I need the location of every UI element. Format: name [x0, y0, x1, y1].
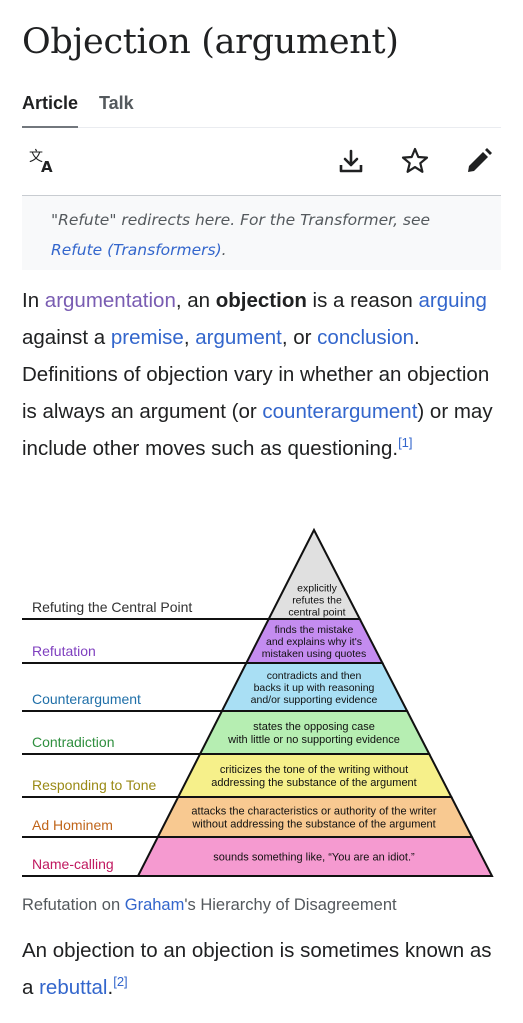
link-arguing[interactable]: arguing: [418, 289, 487, 312]
hatnote-period: .: [221, 241, 227, 259]
pyramid-tier-7: [136, 836, 494, 877]
figure-caption: Refutation on Graham's Hierarchy of Disa…: [22, 894, 397, 916]
hatnote-text: "Refute" redirects here. For the Transfo…: [51, 211, 431, 229]
link-rebuttal[interactable]: rebuttal: [39, 976, 108, 999]
pyramid-level-description: refutes the: [292, 595, 342, 607]
link-argument[interactable]: argument: [195, 326, 282, 349]
reference-2[interactable]: [2]: [113, 974, 128, 990]
reference-1[interactable]: [1]: [398, 435, 413, 451]
pyramid-diagram: Refuting the Central Point explicitlyrefu…: [22, 527, 494, 877]
link-premise[interactable]: premise: [110, 326, 184, 349]
link-graham[interactable]: Graham: [124, 896, 185, 914]
link-conclusion[interactable]: conclusion: [317, 326, 415, 349]
pyramid-level-description: backs it up with reasoning: [254, 682, 375, 694]
page-actions-toolbar: 文 A: [22, 128, 501, 196]
page-tabs: Article Talk: [22, 92, 501, 128]
download-icon[interactable]: [336, 146, 366, 176]
lead-bold-term: objection: [215, 289, 307, 312]
link-argumentation[interactable]: argumentation: [44, 289, 176, 312]
pyramid-level-name: Responding to Tone: [32, 777, 156, 793]
pyramid-level-description: with little or no supporting evidence: [227, 734, 400, 746]
pyramid-level-description: and explains why it's: [266, 636, 362, 648]
lead-text: against a: [22, 326, 111, 349]
caption-text: 's Hierarchy of Disagreement: [184, 896, 397, 914]
caption-text: Refutation on: [22, 896, 125, 914]
lead-text: ,: [183, 326, 196, 349]
pyramid-level-description: and/or supporting evidence: [251, 694, 378, 706]
svg-text:A: A: [41, 158, 53, 176]
pyramid-level-name: Refutation: [32, 643, 96, 659]
pyramid-level-description: explicitly: [297, 583, 337, 595]
pyramid-level-description: criticizes the tone of the writing witho…: [220, 764, 408, 776]
lead-text: In: [22, 289, 45, 312]
tab-talk[interactable]: Talk: [99, 93, 134, 113]
lead-text: is a reason: [306, 289, 419, 312]
pyramid-level-description: finds the mistake: [275, 624, 354, 636]
pyramid-level-description: addressing the substance of the argument: [211, 777, 416, 789]
hatnote-link-refute-transformers[interactable]: Refute (Transformers): [51, 241, 222, 259]
language-icon[interactable]: 文 A: [28, 146, 58, 176]
page-title: Objection (argument): [22, 22, 399, 62]
pyramid-level-description: without addressing the substance of the …: [191, 819, 435, 831]
pyramid-level-name: Ad Hominem: [32, 817, 113, 833]
lead-text: . Definitions of objection vary in wheth…: [22, 326, 490, 423]
star-icon[interactable]: [400, 146, 430, 176]
pyramid-level-description: mistaken using quotes: [262, 648, 366, 660]
lead-paragraph: In argumentation, an objection is a reas…: [22, 282, 502, 467]
rebuttal-paragraph: An objection to an objection is sometime…: [22, 932, 502, 1006]
pyramid-level-name: Refuting the Central Point: [32, 599, 192, 615]
tab-article[interactable]: Article: [22, 92, 79, 128]
svg-text:文: 文: [29, 149, 43, 165]
pyramid-level-description: central point: [288, 607, 345, 619]
pyramid-level-description: states the opposing case: [253, 721, 375, 733]
rebuttal-text: .: [107, 976, 114, 999]
hatnote: "Refute" redirects here. For the Transfo…: [22, 196, 501, 270]
lead-text: , or: [281, 326, 318, 349]
lead-text: ) or may include other moves such as que…: [22, 400, 493, 460]
pyramid-level-name: Contradiction: [32, 734, 115, 750]
pyramid-level-description: attacks the characteristics or authority…: [191, 806, 436, 818]
edit-pencil-icon[interactable]: [464, 146, 494, 176]
pyramid-level-name: Name-calling: [32, 856, 114, 872]
pyramid-level-name: Counterargument: [32, 691, 141, 707]
pyramid-level-description: contradicts and then: [267, 670, 362, 682]
pyramid-level-description: sounds something like, “You are an idiot…: [213, 852, 415, 864]
rebuttal-text: An objection to an objection is sometime…: [22, 939, 492, 999]
link-counterargument[interactable]: counterargument: [262, 400, 418, 423]
lead-text: , an: [175, 289, 216, 312]
